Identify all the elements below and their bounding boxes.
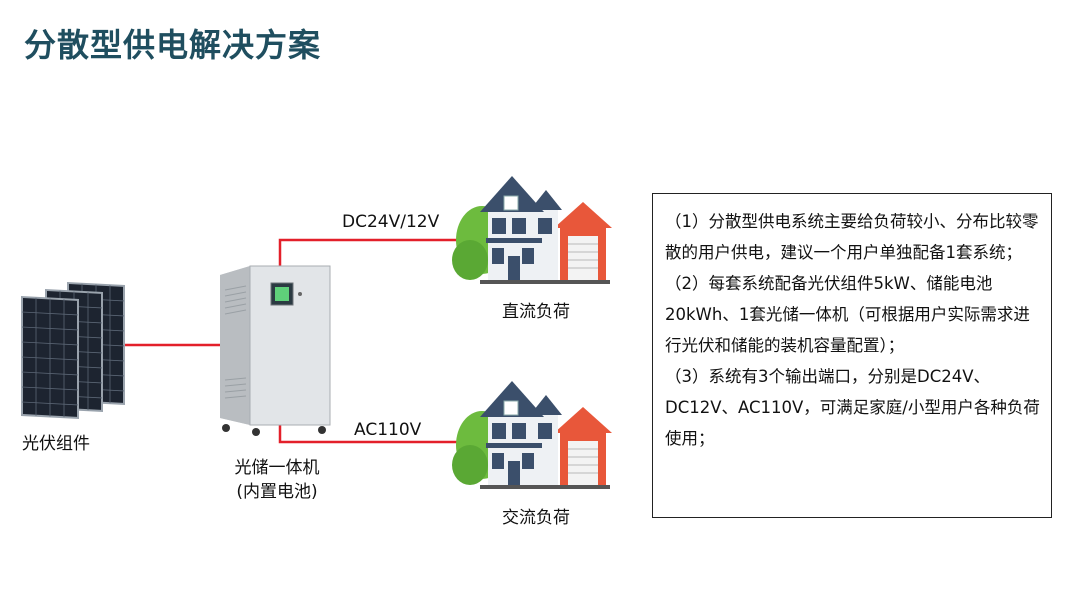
info-box: （1）分散型供电系统主要给负荷较小、分布比较零散的用户供电，建议一个用户单独配备… — [652, 193, 1052, 518]
info-paragraph-3: （3）系统有3个输出端口，分别是DC24V、DC12V、AC110V，可满足家庭… — [665, 361, 1041, 454]
solar-panels-icon — [22, 283, 124, 418]
ac-load-label: 交流负荷 — [502, 503, 570, 528]
info-paragraph-1: （1）分散型供电系统主要给负荷较小、分布比较零散的用户供电，建议一个用户单独配备… — [665, 206, 1041, 268]
storage-inverter-icon — [220, 266, 330, 436]
ac-load-house-icon — [452, 381, 612, 489]
unit-label-line1: 光储一体机 — [222, 456, 332, 480]
dc-load-label: 直流负荷 — [502, 297, 570, 322]
unit-label: 光储一体机 (内置电池) — [222, 456, 332, 504]
pv-label: 光伏组件 — [22, 429, 90, 454]
dc-load-house-icon — [452, 176, 612, 284]
info-paragraph-2: （2）每套系统配备光伏组件5kW、储能电池20kWh、1套光储一体机（可根据用户… — [665, 268, 1041, 361]
ac-line-label: AC110V — [354, 420, 421, 440]
unit-label-line2: (内置电池) — [222, 480, 332, 504]
dc-line-label: DC24V/12V — [342, 212, 439, 232]
